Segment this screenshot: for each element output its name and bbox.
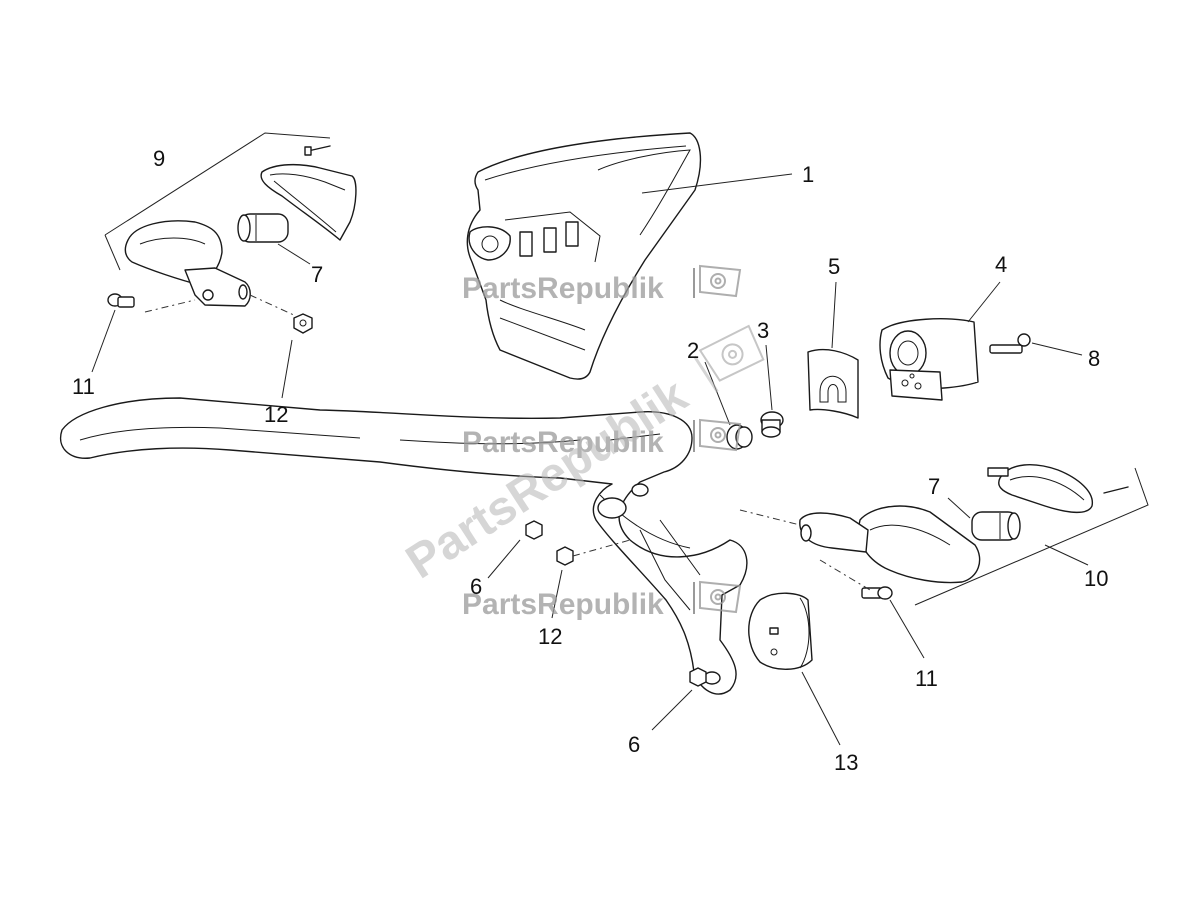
watermark-bottom: PartsRepublik [462, 580, 742, 621]
leader-11b [889, 599, 925, 659]
tail-cover [466, 132, 702, 380]
tail-light-4 [879, 318, 979, 401]
leader-10 [1044, 544, 1089, 566]
right-lens [998, 464, 1093, 514]
callout-1: 1 [802, 162, 814, 187]
gear-flag-icon [699, 264, 742, 298]
leader-11a [91, 309, 116, 373]
leader-12b [551, 569, 563, 619]
watermark-text: PartsRepublik [462, 426, 664, 459]
leader-6a [487, 539, 521, 579]
leader-7a [277, 243, 311, 265]
callout-11-right: 11 [915, 666, 938, 691]
gear-flag-icon [699, 418, 742, 452]
callout-9: 9 [153, 146, 165, 171]
watermark-top: PartsRepublik [462, 264, 742, 305]
leader-6b [651, 689, 693, 731]
right-turn-signal-assembly [739, 464, 1149, 606]
license-plate-light-13 [748, 592, 813, 670]
left-lens-screw [304, 145, 331, 156]
left-signal-stalk [184, 267, 251, 307]
leader-13 [801, 671, 841, 746]
callout-5: 5 [828, 254, 840, 279]
nut-6-upper [525, 520, 543, 540]
callout-6-upper: 6 [470, 574, 482, 599]
callout-3: 3 [757, 318, 769, 343]
left-bulb [237, 213, 289, 243]
grommet-3 [760, 411, 784, 438]
leader-4 [967, 281, 1001, 323]
leader-8 [1031, 342, 1083, 356]
screw-8 [989, 333, 1031, 354]
callout-7-left: 7 [311, 262, 323, 287]
right-signal-housing [858, 505, 981, 584]
group-9-bracket [104, 132, 331, 236]
group-10-bracket [914, 467, 1149, 606]
right-bulb [971, 511, 1021, 541]
callout-13: 13 [834, 750, 858, 775]
callout-10: 10 [1084, 566, 1108, 591]
left-turn-signal-assembly [104, 132, 357, 334]
gasket-5 [807, 348, 859, 419]
callout-2: 2 [687, 338, 699, 363]
leader-12a [281, 339, 293, 399]
watermark-text: PartsRepublik [462, 588, 664, 621]
watermark-text: PartsRepublik [462, 272, 664, 305]
gear-flag-icon [698, 324, 765, 382]
callout-7-right: 7 [928, 474, 940, 499]
group-9-bracket-tick [104, 234, 121, 271]
leader-5 [831, 281, 837, 349]
nut-12-center [556, 546, 574, 566]
plate-holder-body [59, 397, 748, 695]
leader-7b [947, 497, 971, 519]
callout-11-left: 11 [72, 374, 95, 399]
tail-cover-body [466, 132, 702, 380]
license-plate-holder [59, 397, 748, 695]
nut-6-lower [689, 667, 707, 687]
left-screw-11 [107, 293, 135, 308]
callout-12-center: 12 [538, 624, 562, 649]
watermark-middle: PartsRepublik [462, 418, 742, 459]
left-lens [260, 163, 357, 241]
callout-4: 4 [995, 252, 1007, 277]
leader-1 [641, 173, 793, 194]
gear-flag-icon [699, 580, 742, 614]
leader-3 [765, 344, 773, 411]
leader-2 [704, 361, 731, 426]
left-nut-12 [293, 313, 313, 334]
callout-12-left: 12 [264, 402, 288, 427]
callout-8: 8 [1088, 346, 1100, 371]
callout-6-lower: 6 [628, 732, 640, 757]
right-screw-11 [861, 586, 893, 600]
